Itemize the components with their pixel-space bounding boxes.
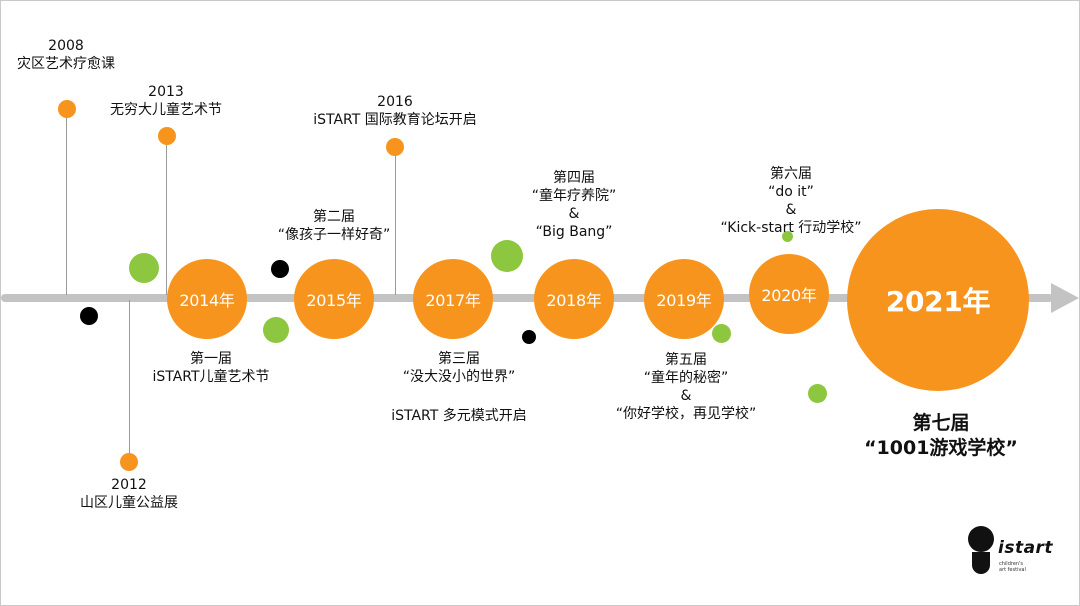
year-circle-2015: 2015年 [294,259,374,339]
logo-tagline-line: children's [999,561,1024,567]
decor-dot-black [80,307,98,325]
milestone-text: 无穷大儿童艺术节 [110,102,222,118]
timeline-axis [1,294,1053,302]
edition-label-4: 第四届 “童年疗养院” & “Big Bang” [499,169,649,241]
milestone-pin-2016 [386,138,404,156]
edition-line: iSTART 多元模式开启 [391,408,527,424]
decor-dot-green [263,317,289,343]
istart-logo: istart children's art festival [968,526,1058,586]
edition-line: & [568,206,580,222]
decor-dot-black [522,330,536,344]
decor-dot-black [271,260,289,278]
edition-label-2: 第二届 “像孩子一样好奇” [254,208,414,244]
edition-line: “像孩子一样好奇” [277,227,391,243]
milestone-pin-2013 [158,127,176,145]
edition-line: 第七届 [912,412,970,434]
stem-2016 [395,155,396,295]
stem-2013 [166,144,167,295]
year-circle-2017: 2017年 [413,259,493,339]
stem-2012 [129,300,130,455]
decor-dot-green [129,253,159,283]
edition-label-3: 第三届 “没大没小的世界” [379,350,539,386]
milestone-text: iSTART 国际教育论坛开启 [313,112,477,128]
edition-line: 第一届 [190,351,232,367]
decor-dot-green [712,324,731,343]
edition-label-5: 第五届 “童年的秘密” & “你好学校，再见学校” [591,351,781,423]
edition-label-6: 第六届 “do it” & “Kick-start 行动学校” [696,165,886,237]
milestone-pin-2008 [58,100,76,118]
logo-tagline: children's art festival [999,561,1039,573]
milestone-year: 2008 [48,38,84,54]
edition-line: “Big Bang” [535,224,613,240]
edition-line: 第四届 [553,170,595,186]
milestone-year: 2012 [111,477,147,493]
milestone-text: 山区儿童公益展 [80,495,178,511]
edition-line: “童年的秘密” [643,370,729,386]
logo-mark-icon [968,526,994,552]
year-circle-2019: 2019年 [644,259,724,339]
edition-line: 第二届 [313,209,355,225]
edition-label-1: 第一届 iSTART儿童艺术节 [126,350,296,386]
edition-line: iSTART儿童艺术节 [152,369,270,385]
edition-line: 第三届 [438,351,480,367]
edition-line: 第六届 [770,166,812,182]
milestone-pin-2012 [120,453,138,471]
edition-line: “do it” [768,184,814,200]
stem-2008 [66,117,67,295]
edition-line: 第五届 [665,352,707,368]
edition-line: “童年疗养院” [531,188,617,204]
edition-label-multi-mode: iSTART 多元模式开启 [369,407,549,425]
decor-dot-green [491,240,523,272]
edition-line: & [785,202,797,218]
edition-label-7: 第七届 “1001游戏学校” [841,411,1041,461]
milestone-year: 2013 [148,84,184,100]
timeline-arrow-head [1051,283,1079,313]
year-circle-2021: 2021年 [847,209,1029,391]
edition-line: “1001游戏学校” [864,437,1018,459]
edition-line: “没大没小的世界” [402,369,516,385]
milestone-label-2016: 2016 iSTART 国际教育论坛开启 [285,93,505,129]
year-circle-2020: 2020年 [749,254,829,334]
logo-mark-icon [972,552,990,574]
milestone-label-2013: 2013 无穷大儿童艺术节 [96,83,236,119]
year-circle-2018: 2018年 [534,259,614,339]
milestone-text: 灾区艺术疗愈课 [17,56,115,72]
logo-wordmark: istart [998,538,1054,558]
decor-dot-green [782,231,793,242]
milestone-year: 2016 [377,94,413,110]
milestone-label-2012: 2012 山区儿童公益展 [64,476,194,512]
edition-line: “Kick-start 行动学校” [720,220,862,236]
milestone-label-2008: 2008 灾区艺术疗愈课 [6,37,126,73]
edition-line: & [680,388,692,404]
edition-line: “你好学校，再见学校” [615,406,757,422]
decor-dot-green [808,384,827,403]
year-circle-2014: 2014年 [167,259,247,339]
logo-tagline-line: art festival [999,567,1026,573]
